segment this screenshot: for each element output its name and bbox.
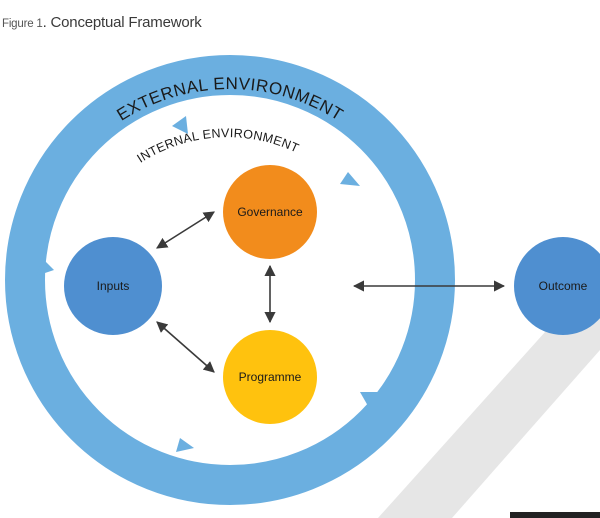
arrow-inputs-programme	[156, 321, 215, 373]
programme-circle	[223, 330, 317, 424]
background-band	[378, 302, 600, 518]
inputs-circle	[64, 237, 162, 335]
inputs-label: Inputs	[97, 279, 130, 293]
ring-notches	[36, 116, 378, 452]
governance-circle	[223, 165, 317, 259]
inputs-node: Inputs	[64, 237, 162, 335]
external-environment-ring	[5, 55, 455, 505]
arrow-inputs-governance	[156, 211, 215, 249]
internal-environment-label: INTERNAL ENVIRONMENT	[134, 126, 301, 165]
figure-number: Figure 1	[2, 18, 43, 30]
bottom-edge-bar	[510, 512, 600, 518]
programme-node: Programme	[223, 330, 317, 424]
governance-label: Governance	[237, 205, 303, 219]
outcome-label: Outcome	[539, 279, 588, 293]
outcome-circle	[514, 237, 600, 335]
figure-title: Conceptual Framework	[50, 14, 202, 31]
outcome-node: Outcome	[514, 237, 600, 335]
programme-label: Programme	[239, 370, 302, 384]
connector-arrows	[156, 211, 506, 373]
governance-node: Governance	[223, 165, 317, 259]
figure-caption: Figure 1. Conceptual Framework	[2, 14, 202, 31]
